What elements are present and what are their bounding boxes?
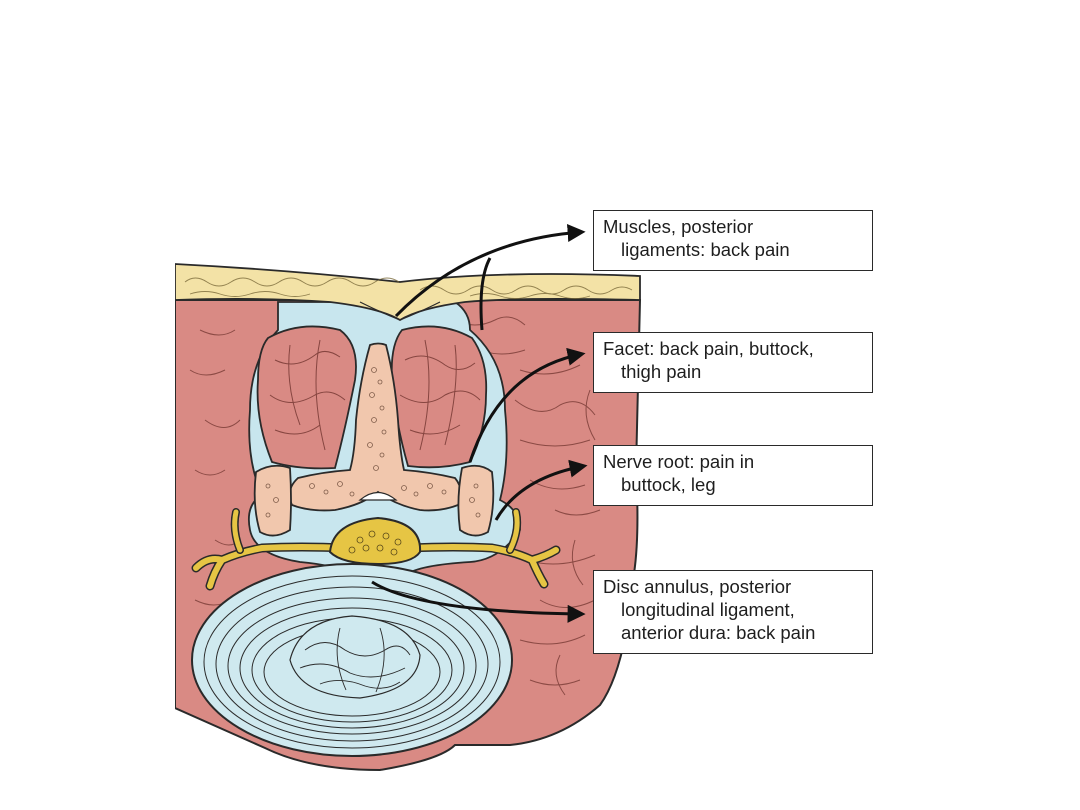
callout-facet-line-1: Facet: back pain, buttock,: [603, 337, 864, 360]
callout-nerve-root: Nerve root: pain in buttock, leg: [593, 445, 873, 506]
callout-nerve-root-line-1: Nerve root: pain in: [603, 450, 864, 473]
callout-disc-line-1: Disc annulus, posterior: [603, 575, 864, 598]
left-facet-joint: [255, 466, 291, 536]
callout-disc-annulus: Disc annulus, posterior longitudinal lig…: [593, 570, 873, 654]
right-multifidus-muscle: [392, 326, 487, 467]
right-facet-joint: [458, 466, 493, 536]
callout-nerve-root-line-2: buttock, leg: [603, 473, 864, 496]
callout-disc-line-3: anterior dura: back pain: [603, 621, 864, 644]
callout-facet-line-2: thigh pain: [603, 360, 864, 383]
callout-muscles: Muscles, posterior ligaments: back pain: [593, 210, 873, 271]
callout-facet: Facet: back pain, buttock, thigh pain: [593, 332, 873, 393]
callout-muscles-line-2: ligaments: back pain: [603, 238, 864, 261]
callout-disc-line-2: longitudinal ligament,: [603, 598, 864, 621]
callout-muscles-line-1: Muscles, posterior: [603, 215, 864, 238]
